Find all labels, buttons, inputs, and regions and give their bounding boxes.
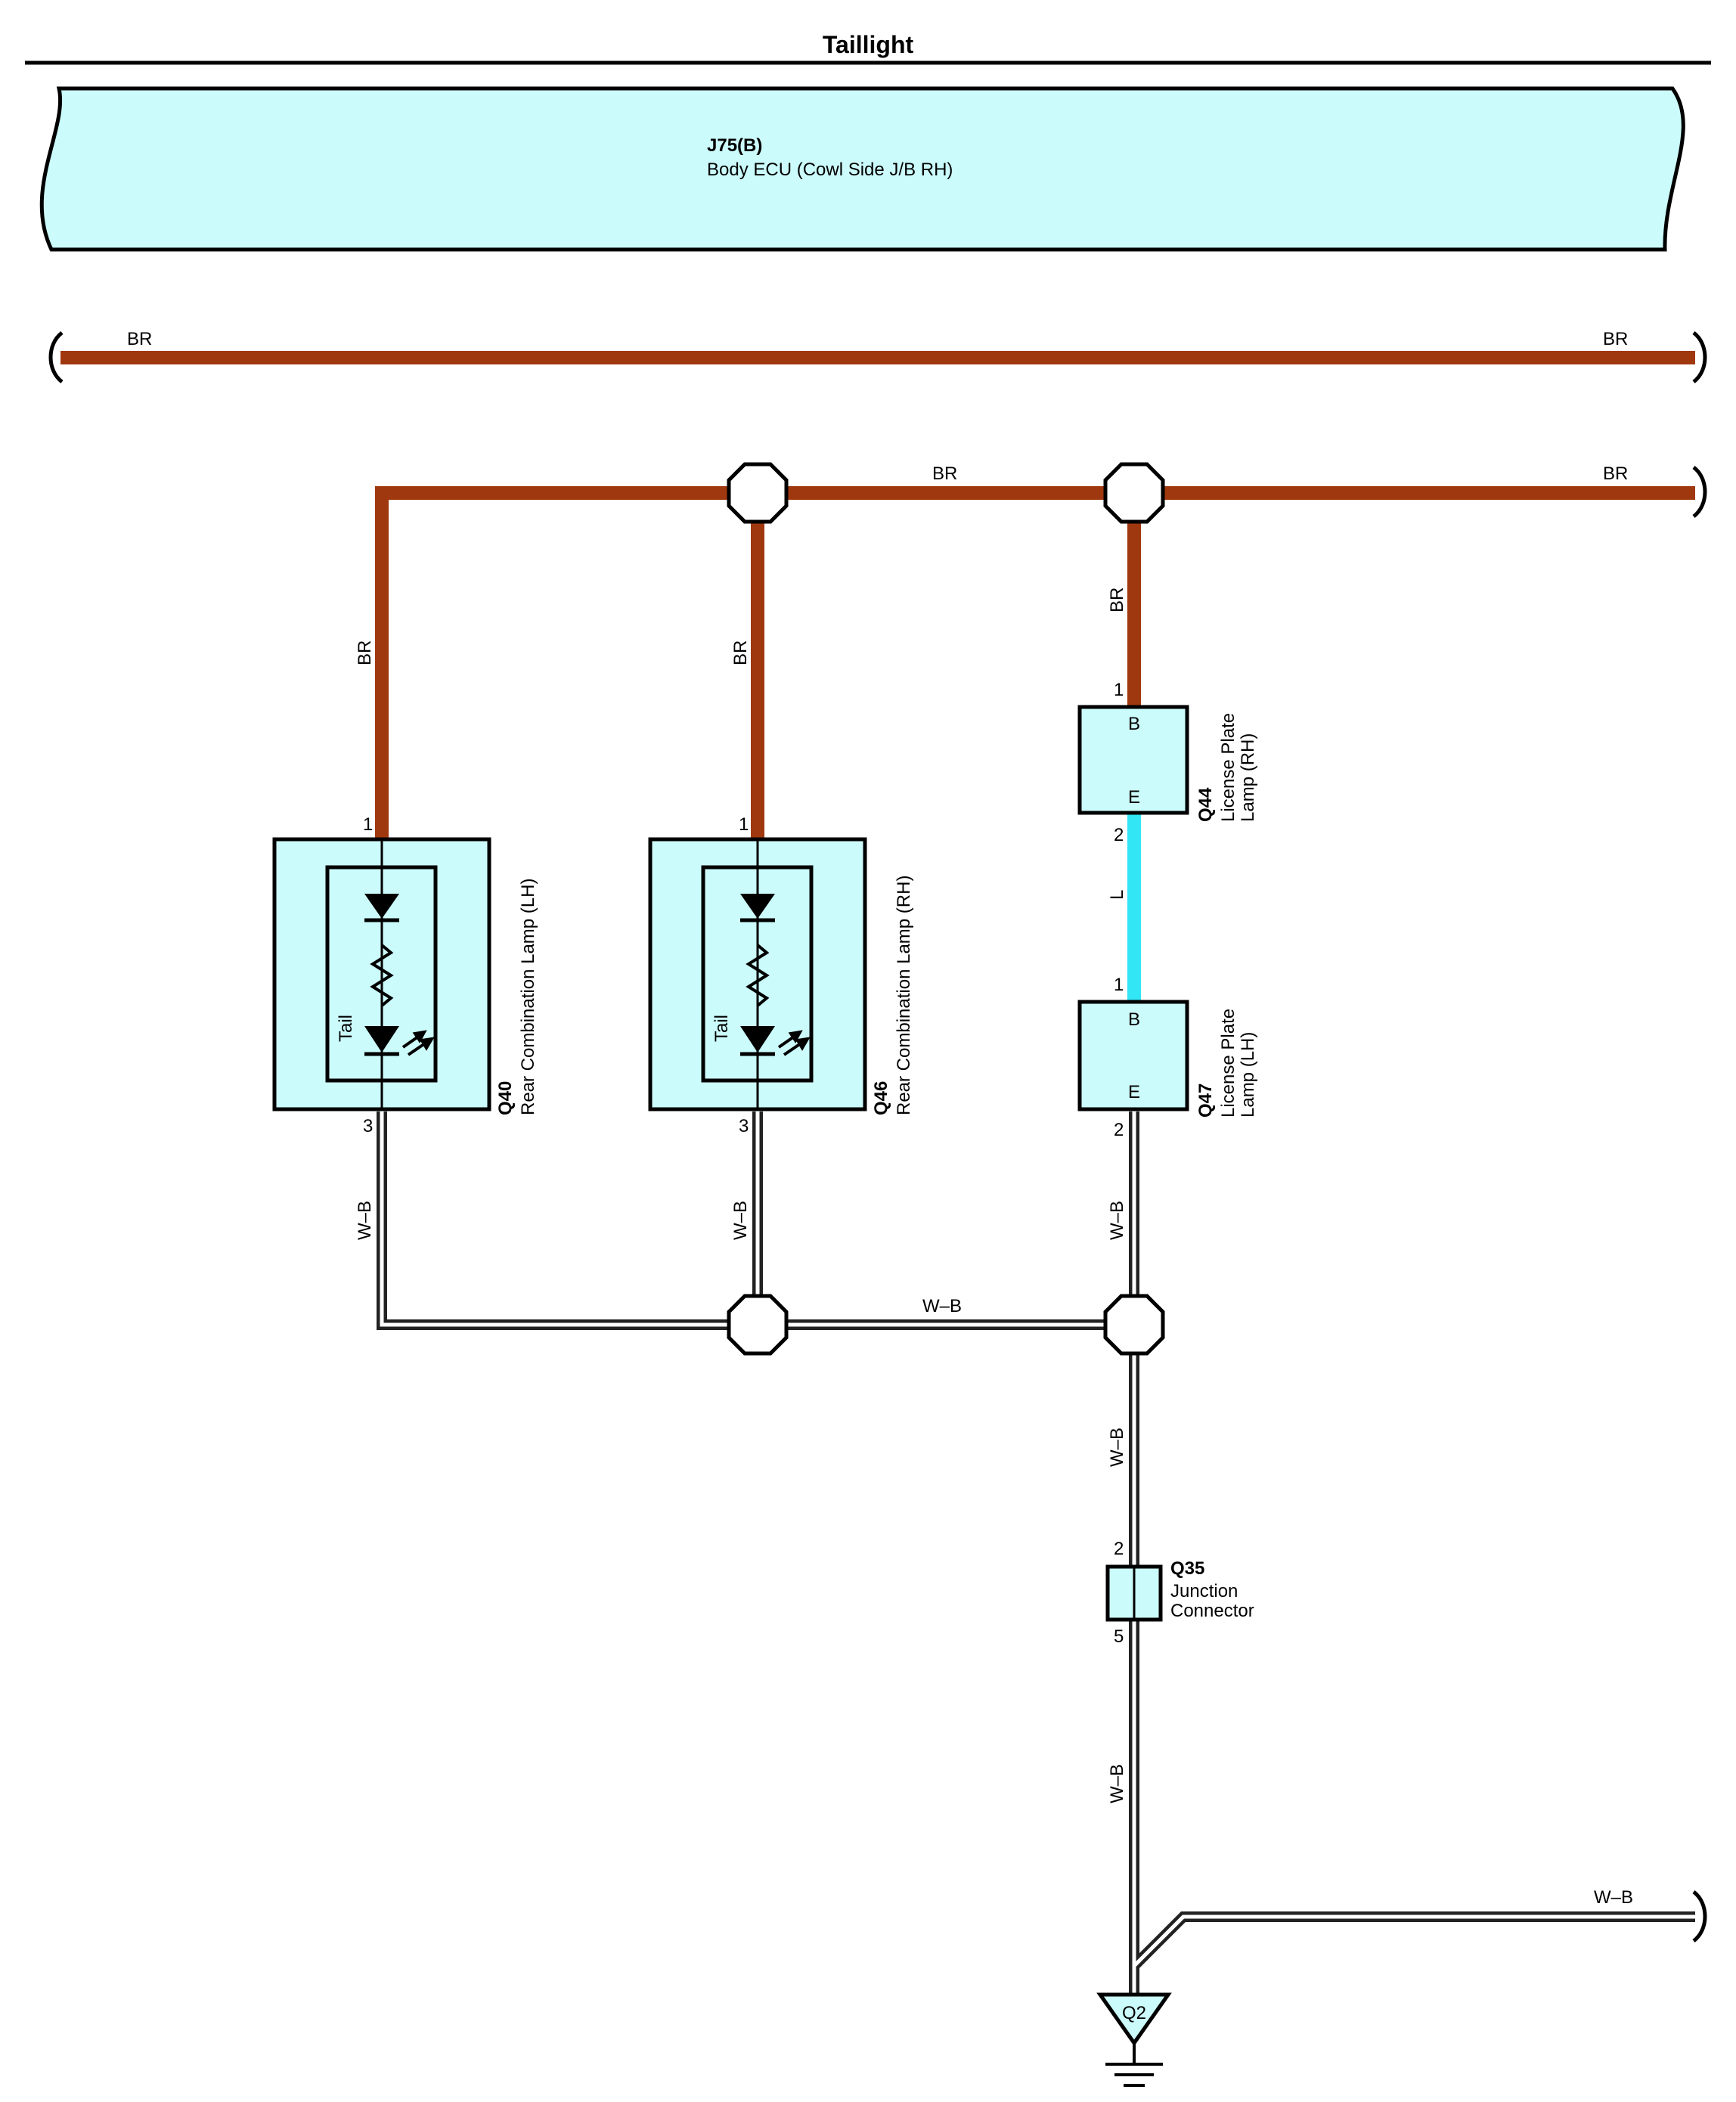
splice-wb-left[interactable] (727, 1294, 789, 1356)
resistor-icon (746, 944, 770, 1007)
splice-br-left[interactable] (727, 462, 789, 524)
br-label-bus-right: BR (1603, 463, 1628, 484)
body-ecu-block[interactable]: J75(B) Body ECU (Cowl Side J/B RH) (39, 86, 1685, 252)
q44-license-plate-lamp-rh[interactable]: B E Q44 License Plate Lamp (RH) (1077, 705, 1258, 822)
wb-label-ground-branch: W–B (1594, 1887, 1633, 1908)
q46-pin-out: 3 (739, 1116, 749, 1136)
q46-inner-label: Tail (711, 1015, 732, 1042)
splice-br-right[interactable] (1103, 462, 1165, 524)
q40-rear-combination-lamp-lh[interactable]: Tail Q40 Rear Combination Lamp (LH) (272, 837, 538, 1115)
br-label-q40: BR (355, 640, 375, 665)
q46-pin-in: 1 (739, 814, 749, 835)
q47-term-b: B (1128, 1009, 1140, 1030)
diagram-title: Taillight (823, 31, 914, 58)
br-label-q44: BR (1107, 588, 1127, 612)
q46-code: Q46 (871, 1081, 891, 1115)
wb-label-q40: W–B (355, 1201, 375, 1240)
q44-name-line2: Lamp (RH) (1238, 733, 1258, 822)
ground-q2[interactable]: Q2 (1096, 1992, 1172, 2087)
q35-code: Q35 (1170, 1558, 1204, 1579)
q40-name: Rear Combination Lamp (LH) (518, 879, 538, 1115)
light-emission-icon (401, 1030, 435, 1056)
ecu-name: Body ECU (Cowl Side J/B RH) (707, 160, 953, 180)
splice-wb-right[interactable] (1103, 1294, 1165, 1356)
q44-name-line1: License Plate (1218, 713, 1238, 822)
led-icon (740, 1026, 775, 1053)
q35-pin-in: 2 (1114, 1539, 1124, 1559)
q46-name: Rear Combination Lamp (RH) (894, 876, 914, 1115)
q46-rear-combination-lamp-rh[interactable]: Tail Q46 Rear Combination Lamp (RH) (648, 837, 914, 1115)
q40-code: Q40 (495, 1081, 516, 1115)
br-bus-lamps[interactable] (375, 466, 1707, 839)
br-label-top-left: BR (127, 329, 152, 349)
wb-wires[interactable] (377, 1111, 1707, 1996)
q47-name-line2: Lamp (LH) (1238, 1032, 1258, 1118)
q47-name-line1: License Plate (1218, 1009, 1238, 1118)
q40-pin-out: 3 (363, 1116, 373, 1136)
wb-label-q46: W–B (730, 1201, 751, 1240)
br-label-top-right: BR (1603, 329, 1628, 349)
wb-label-below-q35: W–B (1107, 1764, 1127, 1803)
q47-pin-in: 1 (1114, 975, 1124, 995)
q35-name-line1: Junction (1170, 1581, 1238, 1601)
q40-pin-in: 1 (363, 814, 373, 835)
ecu-code: J75(B) (707, 135, 762, 156)
q47-code: Q47 (1195, 1084, 1216, 1118)
led-icon (364, 1026, 399, 1053)
q47-term-e: E (1128, 1082, 1140, 1102)
resistor-icon (370, 944, 394, 1007)
wb-label-q47: W–B (1107, 1201, 1127, 1240)
q35-pin-out: 5 (1114, 1626, 1124, 1647)
q44-pin-out: 2 (1114, 825, 1124, 845)
q35-name-line2: Connector (1170, 1601, 1254, 1621)
diode-icon (740, 894, 775, 919)
br-label-q46: BR (730, 640, 751, 665)
l-label: L (1107, 890, 1127, 900)
q44-term-b: B (1128, 714, 1140, 734)
q44-term-e: E (1128, 787, 1140, 808)
q35-junction-connector[interactable]: Q35 Junction Connector (1105, 1558, 1254, 1622)
q44-code: Q44 (1195, 787, 1216, 822)
light-emission-icon (777, 1030, 811, 1056)
diode-icon (364, 894, 399, 919)
br-label-bus-mid: BR (932, 463, 957, 484)
q44-pin-in: 1 (1114, 680, 1124, 700)
ground-code: Q2 (1122, 2003, 1146, 2023)
wb-label-horizontal: W–B (922, 1296, 962, 1316)
wb-label-below-splice: W–B (1107, 1428, 1127, 1467)
br-bus-top[interactable] (48, 331, 1707, 383)
q40-inner-label: Tail (336, 1015, 356, 1042)
ground-icon (1105, 2043, 1163, 2087)
q47-pin-out: 2 (1114, 1120, 1124, 1140)
q47-license-plate-lamp-lh[interactable]: B E Q47 License Plate Lamp (LH) (1077, 1000, 1258, 1118)
